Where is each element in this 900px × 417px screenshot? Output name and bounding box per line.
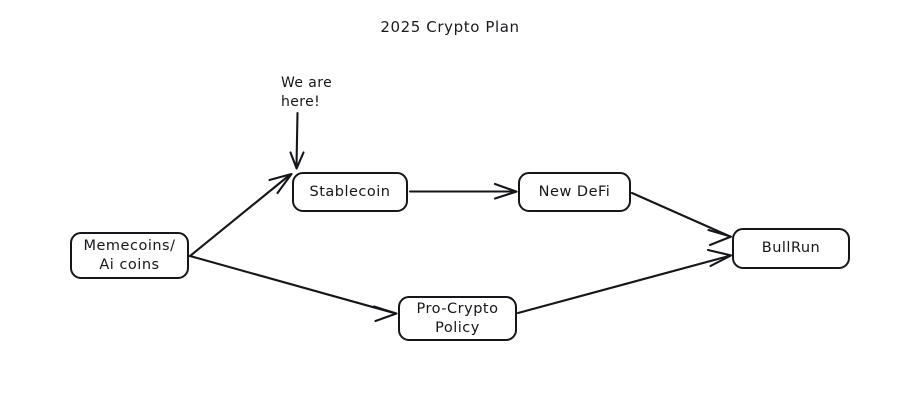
- node-new-defi[interactable]: New DeFi: [518, 172, 631, 212]
- edge-memecoins-to-pro-crypto-policy: [188, 254, 398, 323]
- node-bullrun-label: BullRun: [761, 240, 821, 257]
- edge-stablecoin-to-new-defi: [408, 182, 518, 200]
- edge-pro-crypto-policy-to-bullrun: [516, 248, 733, 315]
- edge-new-defi-to-bullrun: [630, 191, 733, 247]
- annotation-we-are-here: We are here!: [281, 75, 333, 110]
- node-stablecoin-label: Stablecoin: [309, 183, 391, 200]
- edge-memecoins-to-stablecoin: [188, 172, 293, 258]
- node-pro-crypto-policy[interactable]: Pro-Crypto Policy: [398, 296, 517, 341]
- node-stablecoin[interactable]: Stablecoin: [292, 172, 408, 212]
- node-memecoins-label: Memecoins/ Ai coins: [83, 237, 176, 273]
- node-pro-crypto-policy-label: Pro-Crypto Policy: [416, 300, 499, 336]
- node-memecoins[interactable]: Memecoins/ Ai coins: [70, 232, 189, 279]
- node-bullrun[interactable]: BullRun: [732, 228, 850, 269]
- diagram-title: 2025 Crypto Plan: [380, 18, 520, 36]
- node-new-defi-label: New DeFi: [538, 183, 611, 200]
- edge-we-are-here-to-stablecoin: [289, 111, 305, 170]
